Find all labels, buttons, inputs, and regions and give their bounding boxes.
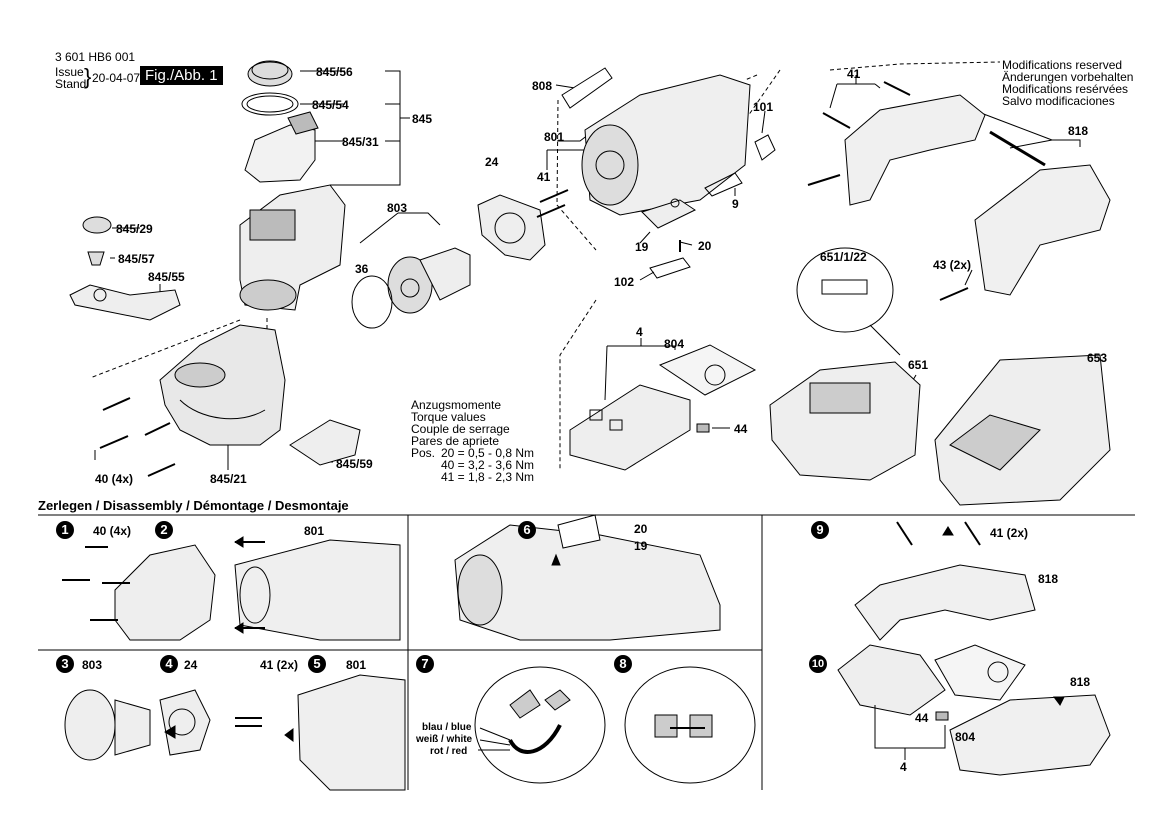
modifications-en: Modifications reserved [1002,58,1123,72]
label-9: 9 [732,197,739,211]
doc-number: 3 601 HB6 001 [55,50,136,64]
torque-title-fr: Couple de serrage [411,422,510,436]
step-3-badge: 3 [56,655,74,673]
torque-value-41: 41 = 1,8 - 2,3 Nm [441,470,535,484]
label-19: 19 [635,240,649,254]
label-845: 845 [412,112,433,126]
step-10-badge: 10 [809,655,827,673]
s6-label-19: 19 [634,539,648,553]
disassembly-title: Zerlegen / Disassembly / Démontage / Des… [38,498,349,513]
torque-pos-label: Pos. [411,446,436,460]
figure-label: Fig./Abb. 1 [140,66,223,85]
modifications-es: Salvo modificaciones [1002,94,1115,108]
label-818: 818 [1068,124,1089,138]
label-20: 20 [698,239,712,253]
modifications-fr: Modifications resérvées [1002,82,1129,96]
label-44: 44 [734,422,748,436]
label-41-left: 41 [537,170,551,184]
issue-label: Issue [55,65,84,79]
label-40-4x: 40 (4x) [95,472,134,486]
label-845-57: 845/57 [118,252,155,266]
s10-label-4: 4 [900,760,907,774]
torque-title-es: Pares de apriete [411,434,500,448]
label-651-1-22: 651/1/22 [820,250,867,264]
step-9-badge: 9 [811,521,829,539]
label-845-55: 845/55 [148,270,185,284]
label-801: 801 [544,130,565,144]
s10-label-44: 44 [915,711,929,725]
label-845-21: 845/21 [210,472,247,486]
s5-label-801: 801 [346,658,367,672]
step-4-badge: 4 [160,655,178,673]
label-845-59: 845/59 [336,457,373,471]
torque-value-40: 40 = 3,2 - 3,6 Nm [441,458,535,472]
s9-label-818: 818 [1038,572,1059,586]
label-36: 36 [355,262,369,276]
torque-title-en: Torque values [411,410,486,424]
torque-title-de: Anzugsmomente [411,398,502,412]
torque-value-20: 20 = 0,5 - 0,8 Nm [441,446,535,460]
step-2-badge: 2 [155,521,173,539]
s2-label-801: 801 [304,524,325,538]
label-102: 102 [614,275,635,289]
wire-red-label: rot / red [430,746,468,757]
label-43-2x: 43 (2x) [933,258,972,272]
label-845-29: 845/29 [116,222,153,236]
s4-label-24: 24 [184,658,198,672]
label-803: 803 [387,201,408,215]
label-845-31: 845/31 [342,135,379,149]
label-845-54: 845/54 [312,98,349,112]
modifications-de: Änderungen vorbehalten [1002,70,1134,84]
step-5-badge: 5 [308,655,326,673]
wire-blue-label: blau / blue [422,722,472,733]
step-6-badge: 6 [518,521,536,539]
step-1-badge: 1 [56,521,74,539]
wire-white-label: weiß / white [416,734,473,745]
s5-label-41: 41 (2x) [260,658,299,672]
step-7-badge: 7 [416,655,434,673]
label-845-56: 845/56 [316,65,353,79]
issue-date: 20-04-07 [92,71,141,85]
label-101: 101 [753,100,774,114]
step-8-badge: 8 [614,655,632,673]
s10-label-804: 804 [955,730,976,744]
label-804: 804 [664,337,685,351]
issue-brace: } [84,64,92,89]
label-41-right: 41 [847,67,861,81]
s3-label-803: 803 [82,658,103,672]
stand-label: Stand [55,77,87,91]
label-808: 808 [532,79,553,93]
label-4: 4 [636,325,643,339]
s1-label-40: 40 (4x) [93,524,132,538]
label-653: 653 [1087,351,1108,365]
label-24: 24 [485,155,499,169]
s10-label-818: 818 [1070,675,1091,689]
s9-label-41: 41 (2x) [990,526,1029,540]
label-651: 651 [908,358,929,372]
s6-label-20: 20 [634,522,648,536]
